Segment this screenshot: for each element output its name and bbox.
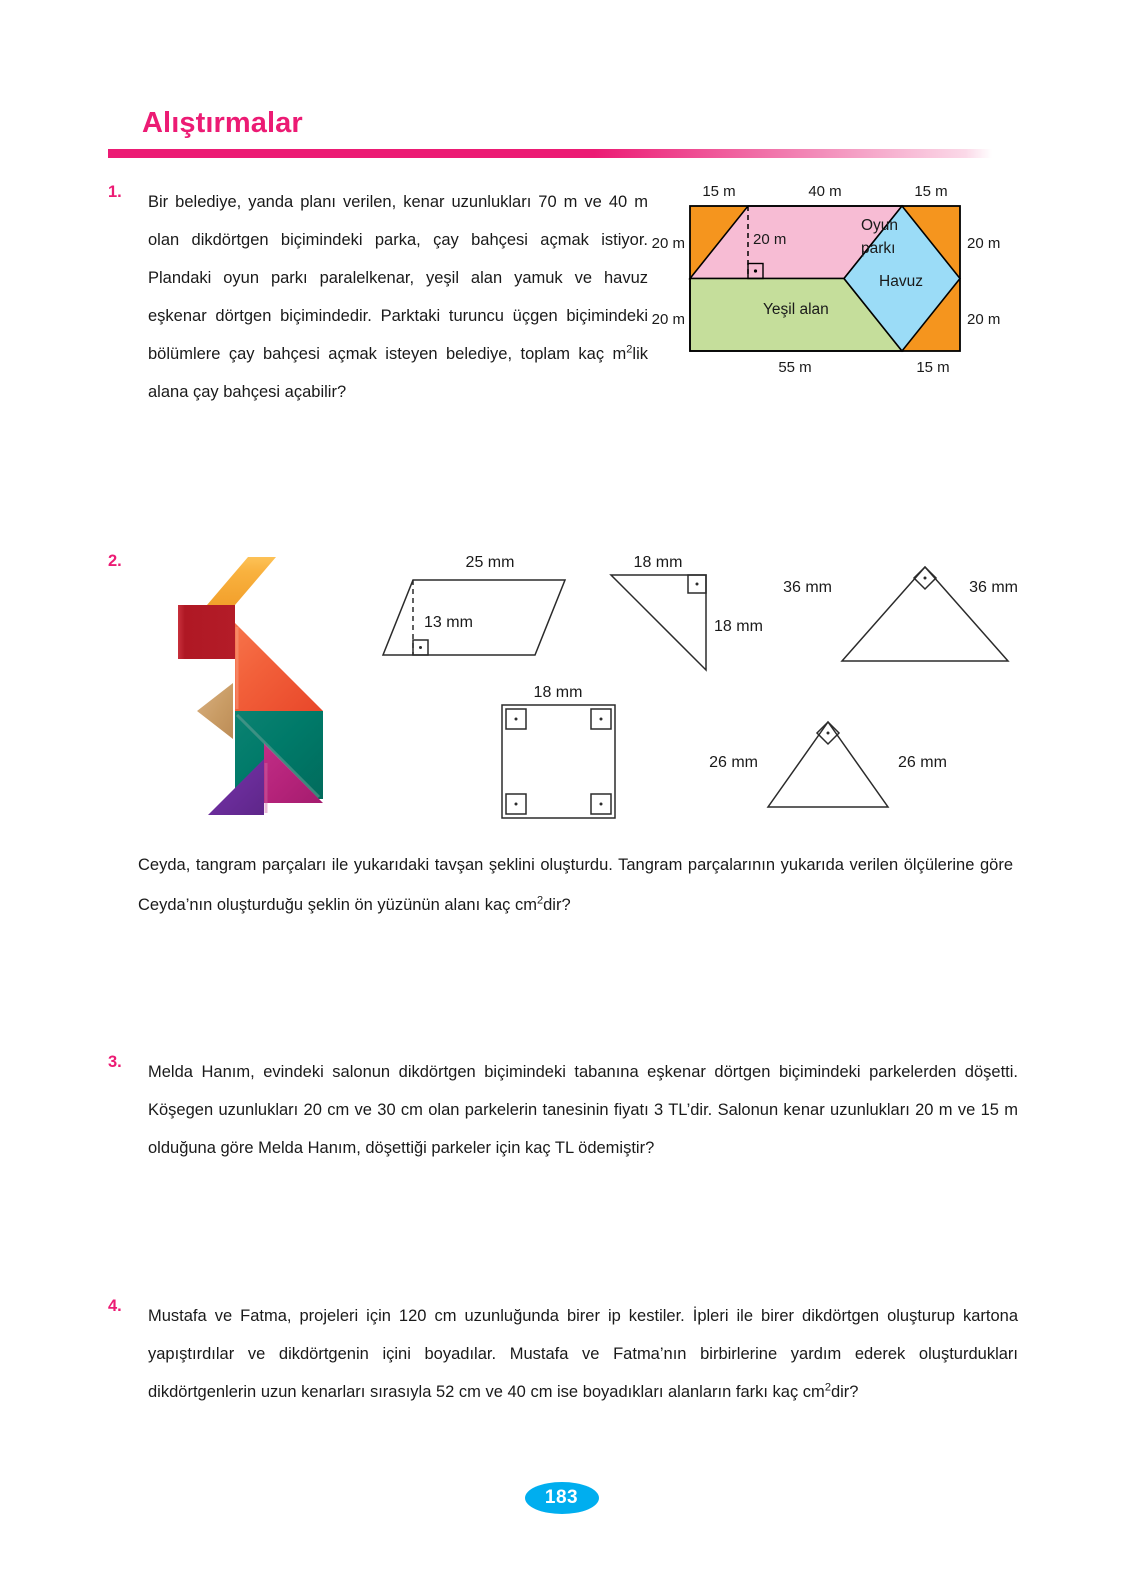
dim-large-triangle-right: 36 mm [969, 579, 1018, 596]
question-1-superscript: 2 [626, 343, 633, 356]
tangram-measurements-figure: 25 mm 13 mm 18 mm 18 mm 36 mm 36 mm 18 m… [380, 545, 1030, 835]
label-yesil-alan: Yeşil alan [763, 301, 829, 318]
tangram-highlight-1 [235, 713, 321, 799]
question-4-superscript: 2 [824, 1381, 831, 1394]
label-oyun-parki-line1: Oyun [861, 217, 898, 234]
dim-left-lower: 20 m [652, 311, 685, 328]
question-1-text-tail: lik alana çay bahçesi açabilir? [148, 345, 648, 401]
square-right-angle-bl [505, 793, 527, 815]
square-right-angle-br [590, 793, 612, 815]
label-oyun-parki-line2: parkı [861, 240, 895, 257]
shape-medium-triangle [766, 720, 890, 808]
dim-square-side: 18 mm [534, 684, 583, 701]
question-4: 4. Mustafa ve Fatma, projeleri için 120 … [108, 1297, 1018, 1411]
small-triangle-right-angle-dot [695, 582, 699, 586]
shape-large-triangle [840, 565, 1010, 662]
square-right-angle-dot-tl [514, 717, 518, 721]
question-3-text: Melda Hanım, evindeki salonun dikdörtgen… [148, 1053, 1018, 1167]
dim-right-upper: 20 m [967, 235, 1000, 252]
large-triangle-right-angle [912, 565, 938, 591]
page-number-badge: 183 [524, 1482, 599, 1514]
question-2-text-tail: dir? [543, 896, 571, 914]
question-1-number: 1. [108, 183, 122, 201]
dim-parallelogram-height: 13 mm [424, 614, 473, 631]
question-2-superscript: 2 [537, 894, 544, 907]
question-2-number: 2. [108, 552, 122, 570]
header-divider [108, 148, 992, 158]
page-header: Alıştırmalar [108, 107, 992, 158]
question-1-text: Bir belediye, yanda planı verilen, kenar… [148, 183, 648, 411]
dim-small-triangle-top: 18 mm [634, 554, 683, 571]
square-right-angle-dot-bl [514, 802, 518, 806]
square-right-angle-dot-br [599, 802, 603, 806]
large-triangle-right-angle-dot [923, 576, 927, 580]
tangram-piece-magenta-triangle [264, 743, 323, 803]
tangram-piece-red-square [178, 605, 235, 659]
dim-bottom-left: 55 m [778, 359, 811, 376]
dim-medium-triangle-right: 26 mm [898, 754, 947, 771]
tangram-piece-tan-triangle [197, 683, 233, 739]
dim-top-left: 15 m [702, 183, 735, 200]
label-havuz: Havuz [879, 273, 923, 290]
question-1: 1. Bir belediye, yanda planı verilen, ke… [108, 183, 668, 411]
dim-small-triangle-side: 18 mm [714, 618, 763, 635]
shape-square [501, 704, 616, 819]
medium-triangle-right-angle [815, 720, 841, 746]
park-plan-figure: 15 m 40 m 15 m 20 m 20 m 20 m 20 m 55 m … [645, 176, 1005, 386]
question-3-text-main: Melda Hanım, evindeki salonun dikdörtgen… [148, 1063, 1018, 1157]
dim-parallelogram-base: 25 mm [466, 554, 515, 571]
question-3: 3. Melda Hanım, evindeki salonun dikdört… [108, 1053, 1018, 1167]
right-angle-marker [747, 262, 764, 280]
parallelogram-right-angle [412, 639, 429, 656]
question-3-number: 3. [108, 1053, 122, 1071]
square-right-angle-tr [590, 708, 612, 730]
dim-right-lower: 20 m [967, 311, 1000, 328]
dim-large-triangle-left: 36 mm [783, 579, 832, 596]
tangram-rabbit-figure [175, 543, 350, 833]
dim-height: 20 m [753, 231, 786, 248]
dim-medium-triangle-left: 26 mm [709, 754, 758, 771]
parallelogram-right-angle-dot [419, 646, 422, 649]
question-2-text-main: Ceyda, tangram parçaları ile yukarıdaki … [138, 856, 1013, 914]
dim-bottom-right: 15 m [916, 359, 949, 376]
square-right-angle-tl [505, 708, 527, 730]
dim-top-middle: 40 m [808, 183, 841, 200]
question-4-number: 4. [108, 1297, 122, 1315]
question-2-text: Ceyda, tangram parçaları ile yukarıdaki … [138, 845, 1013, 925]
tangram-piece-orangered-triangle [235, 623, 323, 711]
small-triangle-right-angle [687, 574, 707, 594]
tangram-piece-orange-parallelogram [207, 557, 276, 605]
right-angle-dot [753, 269, 758, 273]
tangram-piece-purple-triangle [208, 759, 264, 815]
question-4-text-main: Mustafa ve Fatma, projeleri için 120 cm … [148, 1307, 1018, 1401]
shape-small-right-triangle [609, 574, 707, 672]
square-right-angle-dot-tr [599, 717, 603, 721]
dim-top-right: 15 m [914, 183, 947, 200]
question-4-text: Mustafa ve Fatma, projeleri için 120 cm … [148, 1297, 1018, 1411]
page-title: Alıştırmalar [142, 107, 303, 139]
park-boundary [689, 205, 961, 352]
question-1-text-main: Bir belediye, yanda planı verilen, kenar… [148, 193, 648, 363]
dim-left-upper: 20 m [652, 235, 685, 252]
question-4-text-tail: dir? [830, 1383, 859, 1401]
medium-triangle-right-angle-dot [826, 731, 830, 735]
shape-parallelogram [381, 579, 567, 656]
